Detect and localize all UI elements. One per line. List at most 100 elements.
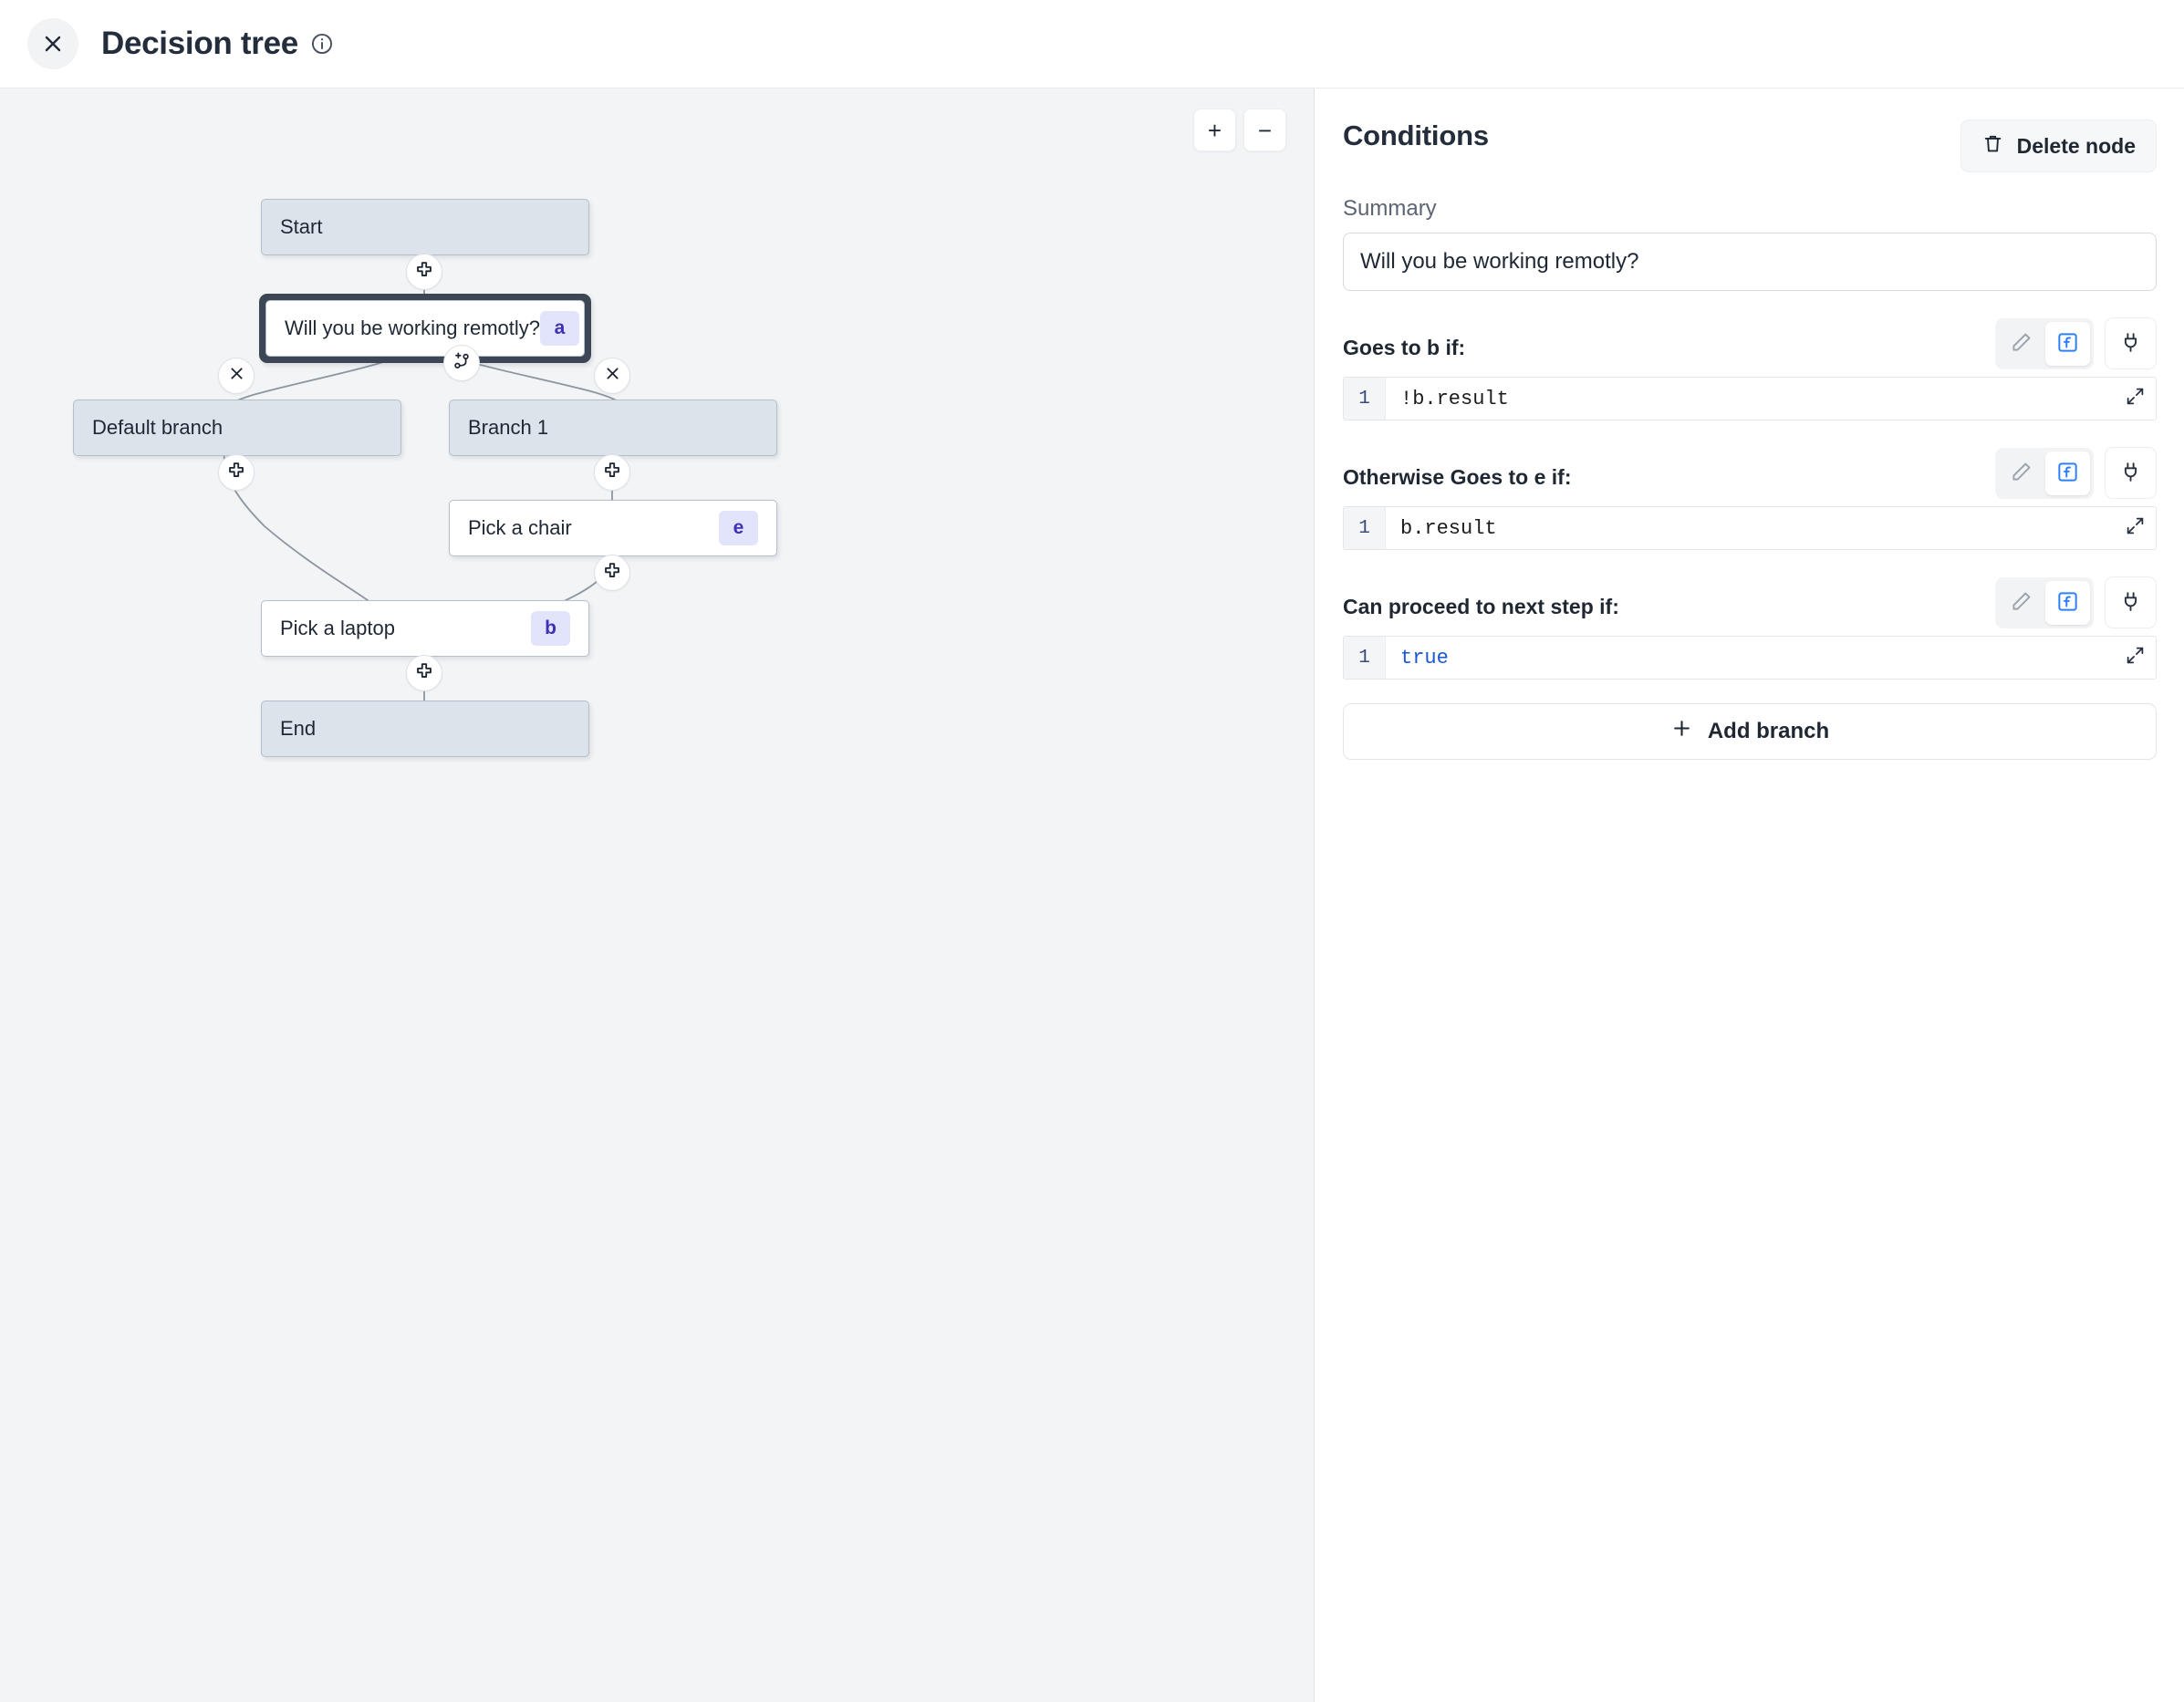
page-title: Decision tree <box>101 26 298 61</box>
plug-icon <box>2119 331 2142 357</box>
remove-branch-1-button[interactable] <box>594 358 630 394</box>
conditions-panel: Conditions Delete node Summary Goes to b… <box>1316 88 2184 1702</box>
add-node-after-chair-button[interactable] <box>594 555 630 591</box>
add-node-after-start-button[interactable] <box>406 254 442 290</box>
pencil-icon-button[interactable] <box>1999 322 2044 366</box>
expand-icon-button[interactable] <box>2116 380 2153 417</box>
add-node-default-branch-button[interactable] <box>218 454 255 491</box>
code-content[interactable]: true <box>1400 646 1449 669</box>
code-editor[interactable]: 1 !b.result <box>1343 377 2157 420</box>
node-badge: b <box>531 611 570 646</box>
expand-icon <box>2126 387 2145 410</box>
zoom-controls: + − <box>1193 109 1286 151</box>
condition-block-goes-to-b: Goes to b if: <box>1343 315 2157 420</box>
node-label: Pick a chair <box>468 516 572 539</box>
condition-tools <box>1995 447 2157 499</box>
remove-default-branch-button[interactable] <box>218 358 255 394</box>
code-line-number: 1 <box>1344 378 1386 420</box>
code-line-number: 1 <box>1344 637 1386 679</box>
condition-block-otherwise-goes-to-e: Otherwise Goes to e if: <box>1343 444 2157 550</box>
condition-block-can-proceed: Can proceed to next step if: <box>1343 574 2157 680</box>
node-start[interactable]: Start <box>261 199 589 255</box>
function-icon-button[interactable] <box>2045 580 2090 625</box>
node-badge: a <box>539 311 579 346</box>
plus-icon <box>1670 717 1693 746</box>
editor-mode-toggle <box>1995 576 2094 628</box>
close-icon <box>42 33 64 55</box>
add-branch-button[interactable]: Add branch <box>1343 703 2157 760</box>
plug-icon-button[interactable] <box>2105 317 2157 369</box>
node-label: Branch 1 <box>468 416 549 439</box>
pencil-icon-button[interactable] <box>1999 581 2044 625</box>
condition-header: Goes to b if: <box>1343 315 2157 369</box>
condition-label: Otherwise Goes to e if: <box>1343 465 1572 489</box>
trash-icon <box>1981 132 2004 161</box>
close-icon <box>228 365 245 387</box>
node-will-you-be-working-remotly[interactable]: Will you be working remotly? a <box>265 300 585 357</box>
node-label: Default branch <box>92 416 224 439</box>
function-icon-button[interactable] <box>2045 321 2090 366</box>
pencil-icon <box>2010 590 2033 616</box>
panel-header: Conditions Delete node <box>1343 119 2157 172</box>
expand-icon-button[interactable] <box>2116 639 2153 676</box>
condition-header: Otherwise Goes to e if: <box>1343 444 2157 499</box>
condition-label: Can proceed to next step if: <box>1343 595 1619 618</box>
expand-icon-button[interactable] <box>2116 510 2153 546</box>
node-label: Will you be working remotly? <box>285 317 540 339</box>
flow-canvas[interactable]: + − Start <box>0 88 1315 1702</box>
node-a-selection: Will you be working remotly? a <box>259 294 591 363</box>
delete-node-label: Delete node <box>2016 133 2136 158</box>
add-node-branch-1-button[interactable] <box>594 454 630 491</box>
zoom-in-button[interactable]: + <box>1193 109 1236 151</box>
plug-icon-button[interactable] <box>2105 576 2157 628</box>
node-label: End <box>280 717 317 740</box>
plus-node-icon <box>226 461 246 485</box>
function-icon-button[interactable] <box>2045 451 2090 495</box>
expand-icon <box>2126 646 2145 669</box>
node-pick-a-chair[interactable]: Pick a chair e <box>449 500 777 556</box>
zoom-out-button[interactable]: − <box>1243 109 1286 151</box>
function-icon <box>2056 461 2079 486</box>
summary-label: Summary <box>1343 196 1437 221</box>
plug-icon <box>2119 590 2142 616</box>
function-icon <box>2056 590 2079 616</box>
plug-icon <box>2119 461 2142 486</box>
add-branch-label: Add branch <box>1707 719 1830 743</box>
pencil-icon <box>2010 461 2033 486</box>
node-pick-a-laptop[interactable]: Pick a laptop b <box>261 600 589 657</box>
plus-node-icon <box>602 561 622 586</box>
node-label: Pick a laptop <box>280 617 395 639</box>
expand-icon <box>2126 516 2145 540</box>
close-icon <box>604 365 621 387</box>
condition-tools <box>1995 317 2157 369</box>
branch-plus-icon <box>452 351 472 376</box>
close-button[interactable] <box>27 18 78 69</box>
delete-node-button[interactable]: Delete node <box>1960 119 2157 172</box>
code-line-number: 1 <box>1344 507 1386 549</box>
pencil-icon-button[interactable] <box>1999 451 2044 495</box>
plug-icon-button[interactable] <box>2105 447 2157 499</box>
add-branch-canvas-button[interactable] <box>443 345 480 381</box>
condition-tools <box>1995 576 2157 628</box>
node-end[interactable]: End <box>261 701 589 757</box>
node-label: Start <box>280 215 323 238</box>
code-content[interactable]: !b.result <box>1400 387 1509 410</box>
flow-edges <box>223 244 630 720</box>
summary-input[interactable] <box>1343 233 2157 291</box>
node-branch-1[interactable]: Branch 1 <box>449 400 777 456</box>
pencil-icon <box>2010 331 2033 357</box>
condition-label: Goes to b if: <box>1343 336 1466 359</box>
plus-node-icon <box>414 661 434 686</box>
editor-mode-toggle <box>1995 447 2094 499</box>
plus-node-icon <box>602 461 622 485</box>
node-default-branch[interactable]: Default branch <box>73 400 401 456</box>
add-node-after-laptop-button[interactable] <box>406 655 442 691</box>
plus-node-icon <box>414 260 434 285</box>
code-content[interactable]: b.result <box>1400 516 1497 540</box>
code-editor[interactable]: 1 b.result <box>1343 506 2157 550</box>
editor-mode-toggle <box>1995 317 2094 369</box>
info-icon[interactable] <box>310 32 334 56</box>
code-editor[interactable]: 1 true <box>1343 636 2157 680</box>
condition-header: Can proceed to next step if: <box>1343 574 2157 628</box>
